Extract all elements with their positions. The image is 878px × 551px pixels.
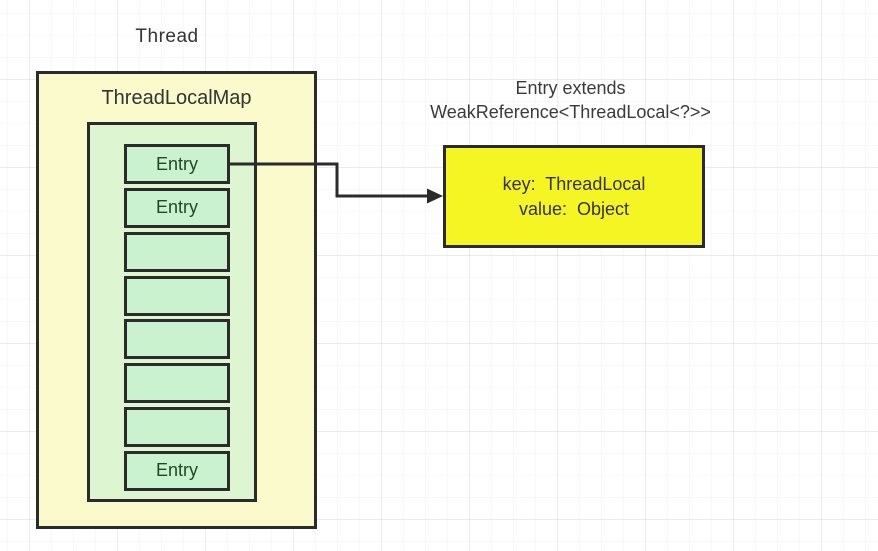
entry-cell-2	[124, 231, 230, 272]
entry-cell-list: Entry Entry Entry	[124, 144, 230, 491]
detail-value-line: value: Object	[518, 198, 630, 219]
entry-cell-5	[124, 363, 230, 404]
threadlocalmap-label: ThreadLocalMap	[101, 87, 252, 109]
entry-detail-box: key: ThreadLocal value: Object	[443, 145, 705, 248]
entry-cell-4	[124, 319, 230, 360]
entry-cell-1: Entry	[124, 187, 230, 228]
arrowhead-icon	[427, 188, 443, 204]
heading-line-1: Entry extends	[515, 78, 626, 98]
detail-key-line: key: ThreadLocal	[502, 173, 646, 194]
entry-cell-6	[124, 407, 230, 448]
thread-label: Thread	[135, 26, 199, 47]
entry-cell-0: Entry	[124, 144, 230, 184]
entry-cell-7: Entry	[124, 450, 230, 491]
heading-line-2: WeakReference<ThreadLocal<?>>	[430, 102, 711, 122]
entry-extends-heading: Entry extends WeakReference<ThreadLocal<…	[398, 76, 743, 124]
entry-cell-3	[124, 275, 230, 316]
